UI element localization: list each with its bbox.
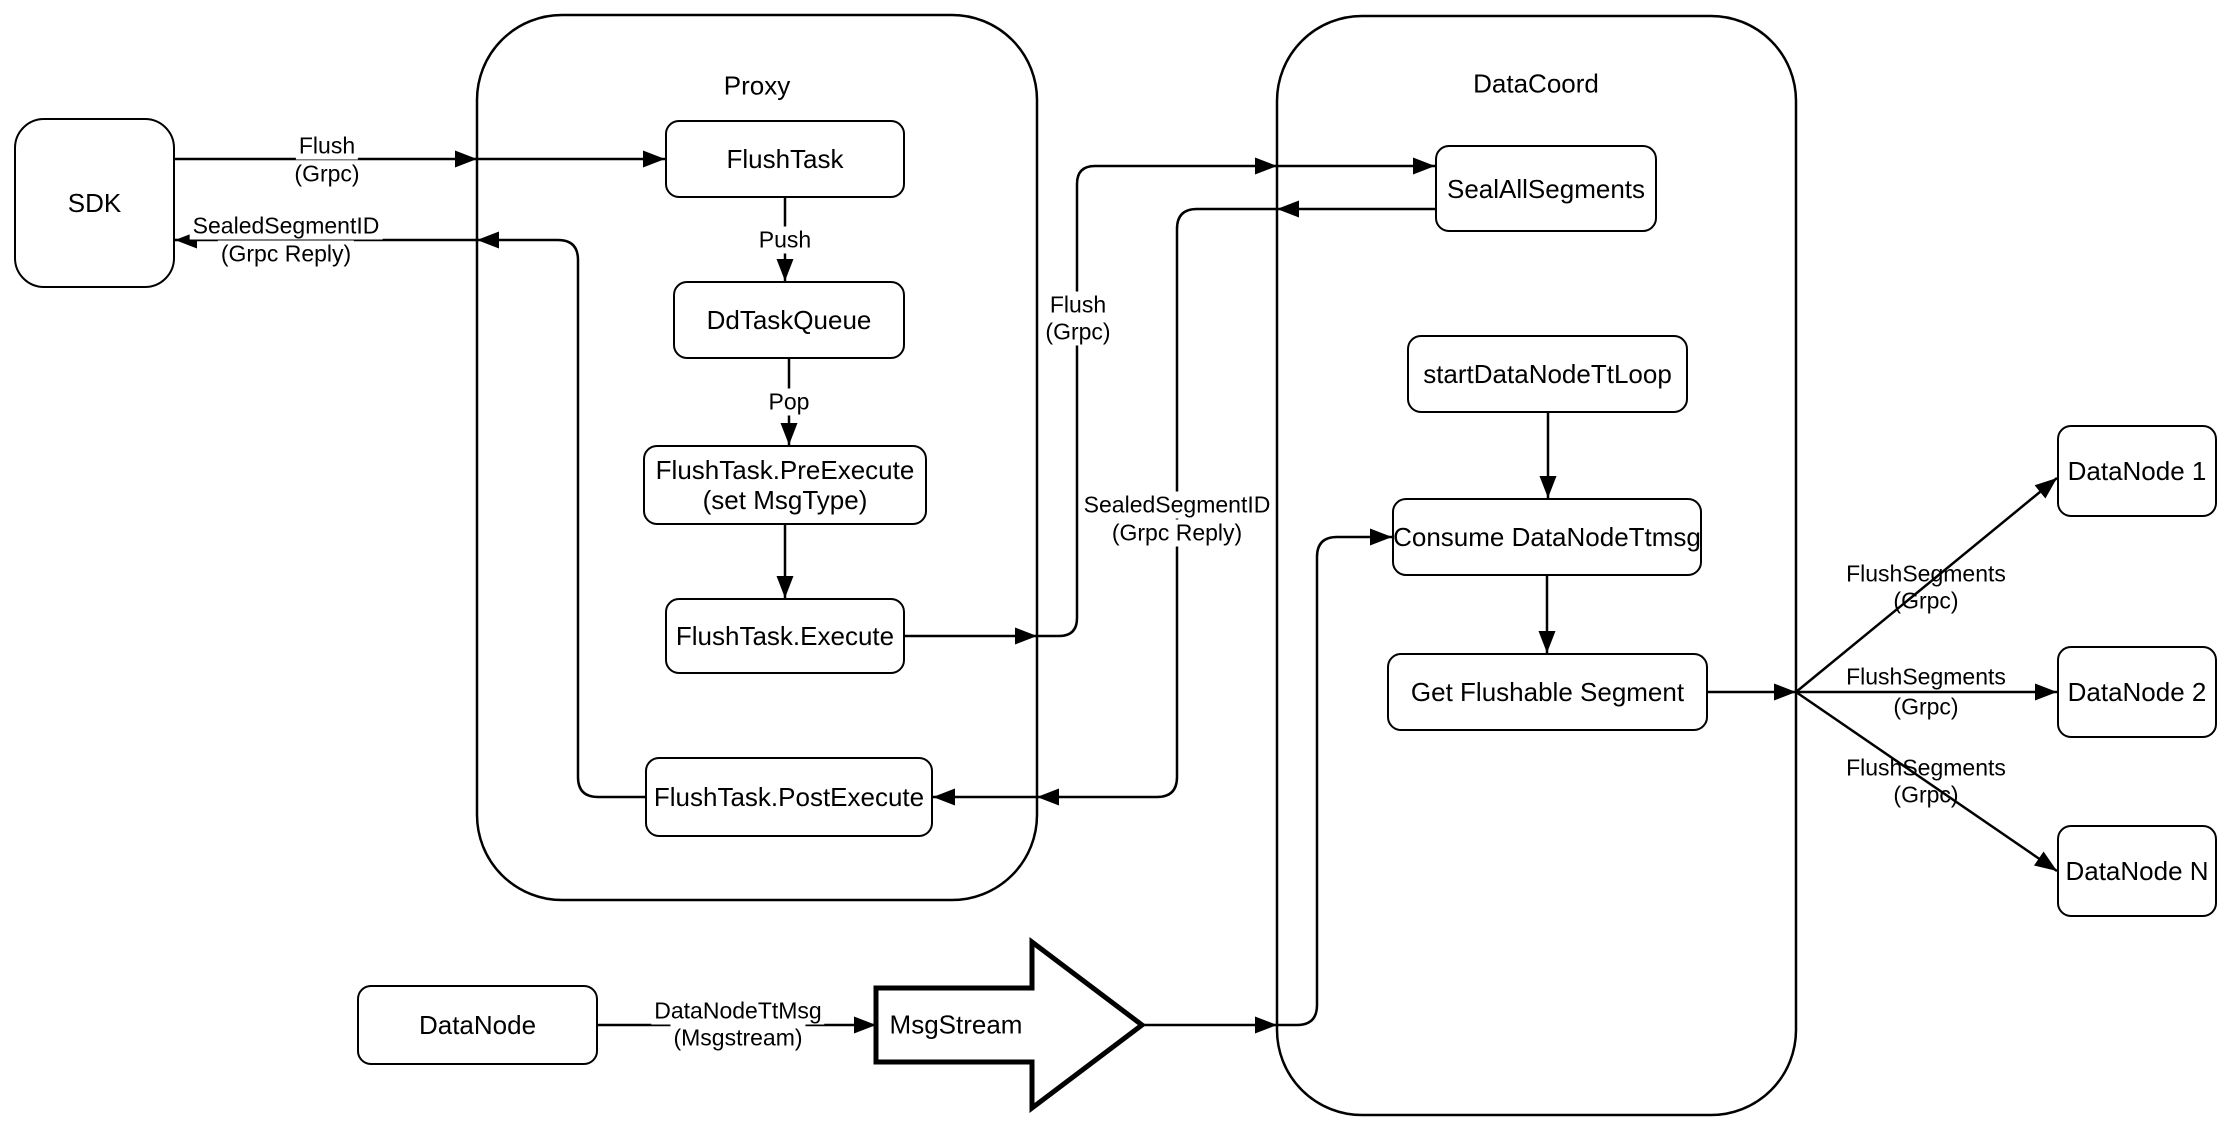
edge-label-sealedsegmentid-sdk-line1: SealedSegmentID [189,212,383,240]
node-flushtask-execute: FlushTask.Execute [665,598,905,674]
arrowhead [643,150,665,168]
edge-label-flushsegments-3-line2: (Grpc) [1893,781,1959,808]
edge-label-sealedsegmentid-mid-line1: SealedSegmentID [1080,491,1274,519]
node-flushtask-preexecute-line2: (set MsgType) [702,485,868,515]
node-consume-datanodettmsg: Consume DataNodeTtmsg [1392,498,1702,576]
node-datanode-source: DataNode [357,985,598,1065]
msgstream-shape-label: MsgStream [889,1009,1023,1040]
edge-label-flushsegments-1-line2: (Grpc) [1893,587,1959,614]
arrowhead [854,1016,876,1034]
edge-label-sealedsegmentid-mid-line2: (Grpc Reply) [1108,519,1246,547]
node-sealallsegments: SealAllSegments [1435,145,1657,232]
node-sdk: SDK [14,118,175,288]
arrowhead [477,231,499,249]
arrowhead [2035,683,2057,701]
arrowhead [780,423,798,445]
arrowhead [1774,683,1796,701]
edge-label-push: Push [755,226,815,254]
edge-label-sealedsegmentid-sdk-line2: (Grpc Reply) [217,240,355,268]
node-datanode-n: DataNode N [2057,825,2217,917]
arrowhead [1539,476,1557,498]
connector-msgstream-to-consume [1142,535,1392,1027]
arrowhead [2034,478,2057,499]
edge-label-flush-grpc-sdk-line1: Flush [295,132,359,160]
msgstream-shape [873,936,1147,1114]
edge-label-datanodettmsg-line1: DataNodeTtMsg [651,997,825,1025]
arrowhead [1255,1016,1277,1034]
edge-label-flush-grpc-mid-line1: Flush [1046,291,1110,319]
node-ddtaskqueue: DdTaskQueue [673,281,905,359]
connector-fan-to-datanoden [1795,690,2058,873]
arrowhead [1413,157,1435,175]
arrowhead [933,788,955,806]
arrowhead [1037,788,1059,806]
proxy-container [475,13,1039,902]
connector-fan-to-datanode1 [1795,477,2058,693]
arrowhead [455,150,477,168]
node-flushtask-preexecute-line1: FlushTask.PreExecute [655,455,915,485]
arrowhead [2034,851,2057,871]
arrowhead [776,259,794,281]
arrowhead [1015,627,1037,645]
datacoord-container [1275,14,1798,1117]
node-datanode-2: DataNode 2 [2057,646,2217,738]
edge-label-datanodettmsg-line2: (Msgstream) [670,1024,806,1052]
edge-label-flush-grpc-mid-line2: (Grpc) [1042,318,1114,346]
node-flushtask: FlushTask [665,120,905,198]
node-startdatanodettloop: startDataNodeTtLoop [1407,335,1688,413]
arrowhead [1538,631,1556,653]
arrowhead [776,576,794,598]
arrowhead [1277,200,1299,218]
node-flushtask-postexecute: FlushTask.PostExecute [645,757,933,837]
node-get-flushable-segment: Get Flushable Segment [1387,653,1708,731]
proxy-container-title: Proxy [723,70,791,101]
edge-label-flush-grpc-sdk-line2: (Grpc) [291,160,363,188]
datacoord-container-title: DataCoord [1473,68,1599,99]
edge-label-flushsegments-2-line1: FlushSegments [1846,663,2006,690]
arrowhead [1370,528,1392,546]
edge-label-flushsegments-1-line1: FlushSegments [1846,560,2006,587]
node-datanode-1: DataNode 1 [2057,425,2217,517]
edge-label-flushsegments-2-line2: (Grpc) [1893,693,1959,720]
edge-label-pop: Pop [765,388,813,416]
connector-postexecute-to-sdk [175,238,645,799]
edge-label-flushsegments-3-line1: FlushSegments [1846,754,2006,781]
arrowhead [1255,157,1277,175]
node-flushtask-preexecute: FlushTask.PreExecute (set MsgType) [643,445,927,525]
connector-execute-to-sealallsegments [905,164,1435,638]
